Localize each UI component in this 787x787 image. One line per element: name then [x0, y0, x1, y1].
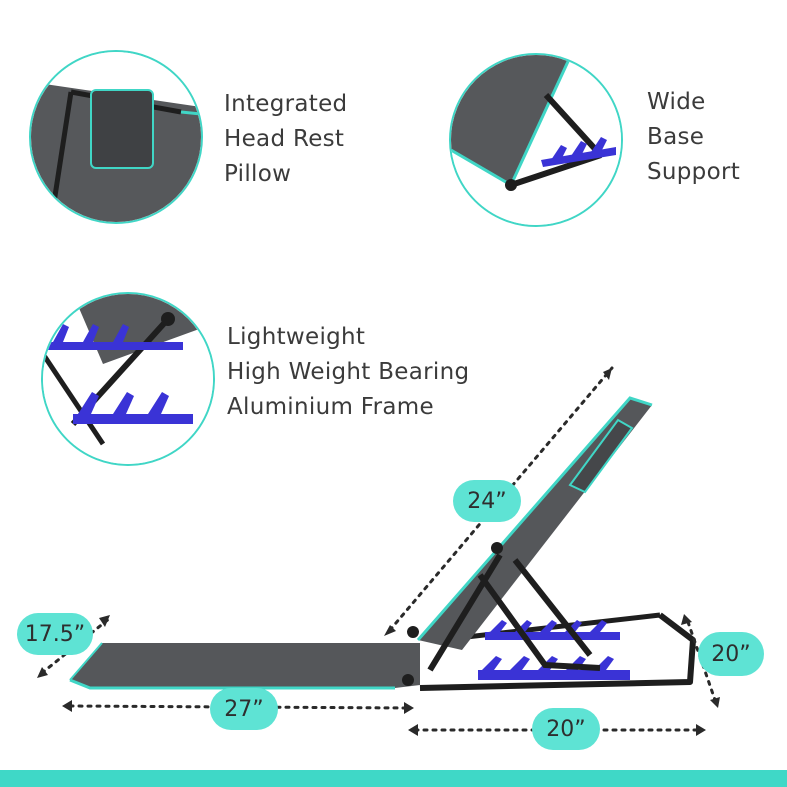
dimension-base-length-label: 27”	[210, 688, 278, 730]
feature-base-line-2: Base	[647, 124, 705, 150]
feature-frame-line-1: Lightweight	[227, 324, 366, 350]
feature-headrest-line-2: Head Rest	[224, 126, 345, 152]
base-mat	[70, 643, 420, 688]
feature-base-line-1: Wide	[647, 89, 706, 115]
headrest-detail-circle	[29, 50, 203, 224]
feature-headrest-line-1: Integrated	[224, 91, 348, 117]
arrow-heads	[37, 368, 720, 736]
dimension-frame-depth-label: 20”	[698, 632, 764, 676]
feature-frame-line-2: High Weight Bearing	[227, 359, 470, 385]
feature-base-line-3: Support	[647, 159, 741, 185]
dimension-backrest-label: 24”	[453, 480, 521, 522]
dimension-frame-width-label: 20”	[532, 708, 600, 750]
dimension-base-width-label: 17.5”	[17, 613, 93, 655]
feature-headrest-line-3: Pillow	[224, 161, 292, 187]
bottom-accent-bar	[0, 770, 787, 787]
support-strut	[477, 573, 601, 671]
headrest-pillow	[568, 418, 634, 494]
feature-frame-text: Lightweight High Weight Bearing Aluminiu…	[227, 320, 469, 425]
feature-headrest-text: Integrated Head Rest Pillow	[224, 87, 347, 192]
feature-base-text: Wide Base Support	[647, 85, 740, 190]
base-detail-circle	[449, 53, 623, 227]
headrest-detail-image	[31, 52, 201, 222]
notch-rail-rear	[485, 620, 620, 640]
feature-frame-line-3: Aluminium Frame	[227, 394, 434, 420]
frame-detail-circle	[41, 292, 215, 466]
frame-detail-image	[43, 294, 213, 464]
rear-frame	[419, 612, 696, 691]
base-detail-image	[451, 55, 621, 225]
